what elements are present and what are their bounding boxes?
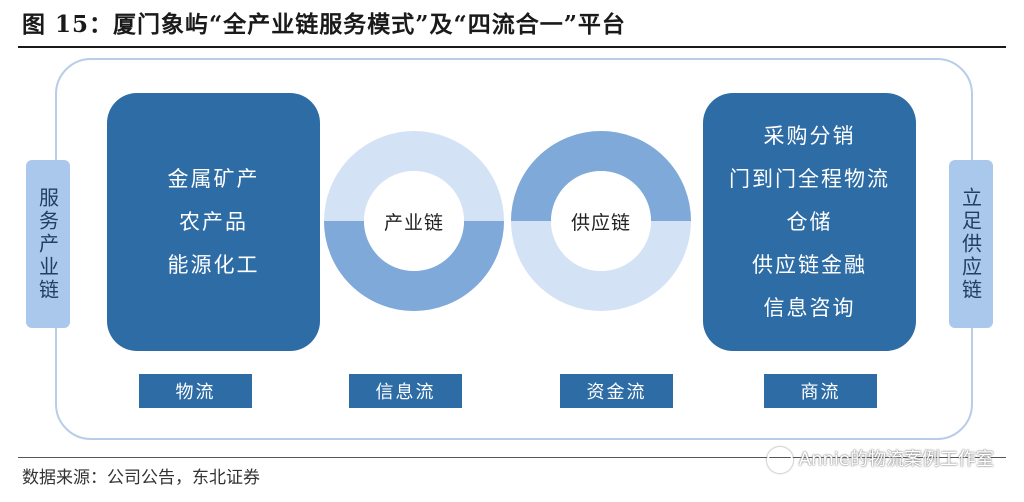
flow-logistics: 物流	[139, 374, 252, 408]
figure-title: 图 15：厦门象屿“全产业链服务模式”及“四流合一”平台	[22, 11, 626, 38]
industry-chain-label: 产业链	[383, 211, 444, 234]
industry-categories-box: 金属矿产 农产品 能源化工	[107, 93, 320, 351]
service-offerings-box: 采购分销 门到门全程物流 仓储 供应链金融 信息咨询	[703, 93, 916, 351]
watermark: Annie的物流案例工作室	[766, 440, 994, 480]
supply-chain-label: 供应链	[570, 211, 631, 234]
supply-chain-ring-graphic	[511, 131, 691, 311]
right-side-tab-label: 立足供应链	[958, 186, 983, 302]
left-side-tab-label: 服务产业链	[35, 186, 60, 302]
industry-category: 能源化工	[167, 252, 260, 277]
service-offering: 仓储	[786, 209, 833, 234]
flow-capital: 资金流	[560, 374, 673, 408]
flow-information: 信息流	[349, 374, 462, 408]
watermark-text: Annie的物流案例工作室	[798, 449, 994, 470]
flow-commerce: 商流	[764, 374, 877, 408]
service-offering: 采购分销	[763, 123, 856, 148]
source-rule	[18, 457, 1006, 458]
industry-category: 农产品	[179, 209, 248, 234]
industry-chain-ring-graphic	[324, 131, 504, 311]
title-rule	[18, 46, 1006, 48]
right-side-tab: 立足供应链	[949, 160, 993, 328]
left-side-tab: 服务产业链	[26, 160, 70, 328]
service-offering: 门到门全程物流	[729, 166, 890, 191]
industry-chain-ring: 产业链	[324, 131, 504, 311]
supply-chain-ring: 供应链	[511, 131, 691, 311]
data-source: 数据来源：公司公告，东北证券	[22, 468, 260, 488]
industry-category: 金属矿产	[167, 166, 260, 191]
wechat-icon	[766, 447, 793, 473]
service-offering: 供应链金融	[752, 252, 867, 277]
service-offering: 信息咨询	[763, 295, 856, 320]
